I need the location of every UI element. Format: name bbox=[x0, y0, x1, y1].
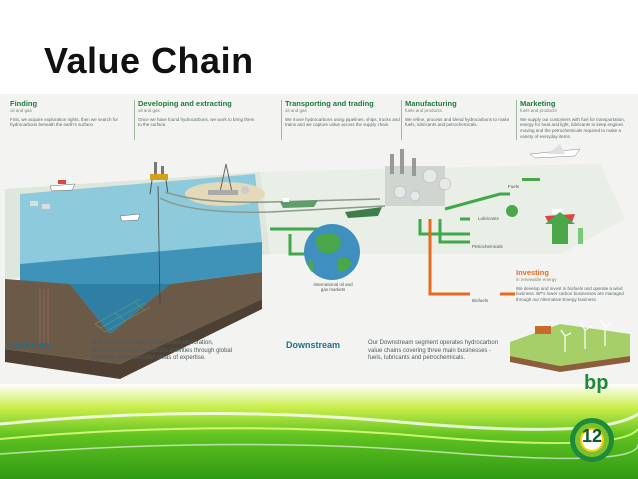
stage-manufacturing-sub: fuels and products bbox=[405, 108, 442, 114]
bottle bbox=[578, 228, 583, 244]
wind-turbines bbox=[560, 318, 613, 352]
stage-finding: Finding oil and gas First, we acquire ex… bbox=[10, 99, 128, 128]
petrochemicals-arrow bbox=[545, 212, 575, 244]
survey-ship bbox=[49, 180, 76, 192]
stage-developing-desc: Once we have found hydrocarbons, we work… bbox=[138, 116, 255, 128]
stage-developing-sub: oil and gas bbox=[138, 108, 160, 114]
stage-finding-sub: oil and gas bbox=[10, 108, 32, 114]
harvester bbox=[535, 326, 551, 334]
markets-label: International oil and gas markets bbox=[313, 282, 353, 293]
slide-title: Value Chain bbox=[44, 40, 254, 81]
stage-divider bbox=[401, 100, 402, 140]
stage-developing: Developing and extracting oil and gas On… bbox=[134, 99, 256, 140]
fuels-label: Fuels bbox=[508, 184, 520, 189]
renewables-field bbox=[510, 324, 630, 366]
stage-marketing: Marketing fuels and products We supply o… bbox=[516, 99, 632, 140]
stage-manufacturing-desc: We refine, process and blend hydrocarbon… bbox=[405, 116, 510, 128]
stage-marketing-sub: fuels and products bbox=[520, 108, 557, 114]
page-number: 12 bbox=[581, 426, 603, 446]
stage-investing-sub: in renewable energy bbox=[516, 277, 557, 283]
truck-2 bbox=[42, 204, 50, 209]
tanker-2 bbox=[345, 207, 382, 218]
stage-manufacturing: Manufacturing fuels and products We refi… bbox=[401, 99, 513, 140]
refinery bbox=[385, 149, 452, 206]
stage-developing-title: Developing and extracting bbox=[138, 99, 232, 108]
diagram-illustration bbox=[5, 144, 630, 379]
airplane bbox=[529, 144, 581, 159]
stage-manufacturing-title: Manufacturing bbox=[405, 99, 457, 108]
renewables-base bbox=[510, 356, 630, 372]
stage-finding-desc: First, we acquire exploration rights, th… bbox=[10, 116, 119, 128]
downstream-desc: Our Downstream segment operates hydrocar… bbox=[368, 340, 499, 361]
stage-marketing-title: Marketing bbox=[520, 99, 556, 108]
offshore-platform bbox=[149, 162, 169, 195]
green-decor-band bbox=[0, 384, 638, 479]
green-swoosh bbox=[0, 384, 638, 479]
petrochemicals-label: Petrochemicals bbox=[472, 244, 503, 249]
upstream-pipelines bbox=[159, 191, 386, 213]
stage-divider bbox=[134, 100, 135, 140]
reservoir-grid bbox=[94, 298, 151, 333]
seismic-lines bbox=[39, 289, 49, 344]
orange-biofuel-pipe bbox=[428, 219, 515, 296]
bp-helios-logo-icon bbox=[570, 418, 614, 462]
stage-transporting-title: Transporting and trading bbox=[285, 99, 374, 108]
stage-investing: Investing in renewable energy We develop… bbox=[516, 268, 634, 303]
upstream-desc: Our Upstream segment manages exploration… bbox=[92, 340, 233, 361]
earth-base bbox=[5, 299, 262, 379]
stage-transporting-sub: oil and gas bbox=[285, 108, 307, 114]
supply-ship bbox=[119, 213, 141, 222]
bp-wordmark: bp bbox=[584, 372, 609, 394]
stage-investing-title: Investing bbox=[516, 268, 549, 277]
stage-transporting-desc: We move hydrocarbons using pipelines, sh… bbox=[285, 116, 400, 128]
truck-1 bbox=[30, 201, 38, 206]
biofuels-label: Biofuels bbox=[472, 298, 489, 303]
stage-divider bbox=[281, 100, 282, 140]
value-chain-diagram: Finding oil and gas First, we acquire ex… bbox=[0, 94, 638, 384]
land-rig bbox=[208, 163, 249, 195]
upstream-label: Upstream bbox=[8, 340, 50, 350]
stage-finding-title: Finding bbox=[10, 99, 38, 108]
stage-divider bbox=[516, 100, 517, 140]
stage-marketing-desc: We supply our customers with fuel for tr… bbox=[520, 116, 625, 139]
tanker-1 bbox=[280, 198, 318, 208]
stage-transporting: Transporting and trading oil and gas We … bbox=[281, 99, 403, 140]
stage-investing-desc: We develop and invest in biofuels and op… bbox=[516, 285, 624, 302]
lubricants-label: Lubricants bbox=[478, 216, 499, 221]
lubricant-logo bbox=[506, 205, 518, 217]
earth-block bbox=[5, 272, 262, 364]
downstream-label: Downstream bbox=[286, 340, 341, 350]
drill-string bbox=[157, 185, 161, 305]
globe-icon bbox=[304, 224, 360, 280]
fuel-station bbox=[520, 178, 542, 194]
sea-trench bbox=[70, 284, 170, 334]
